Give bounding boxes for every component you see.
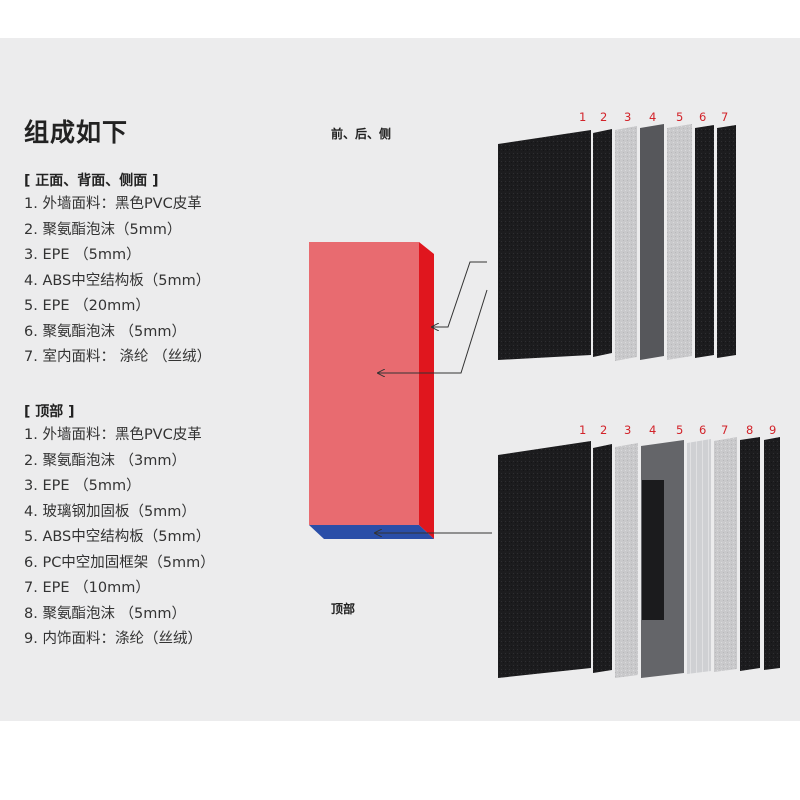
side-section-title: [ 正面、背面、侧面 ] xyxy=(24,173,159,189)
list-item: 6. 聚氨酯泡沫 （5mm） xyxy=(24,323,187,340)
layer-number: 4 xyxy=(649,423,656,437)
list-item: 2. 聚氨酯泡沫 （3mm） xyxy=(24,452,187,469)
layer-number: 5 xyxy=(676,110,683,124)
list-item: 3. EPE （5mm） xyxy=(24,247,141,263)
top-label: 顶部 xyxy=(331,602,356,616)
side-layer-stack xyxy=(498,124,736,361)
layer-number: 6 xyxy=(699,423,706,437)
side-layer-numbers: 1 2 3 4 5 6 7 xyxy=(579,110,728,124)
side-materials-list: 1. 外墙面料：黑色PVC皮革 2. 聚氨酯泡沫（5mm） 3. EPE （5m… xyxy=(24,192,211,371)
layer-number: 9 xyxy=(769,423,776,437)
list-item: 8. 聚氨酯泡沫 （5mm） xyxy=(24,605,187,622)
list-item: 4. 玻璃钢加固板（5mm） xyxy=(24,503,196,520)
layer-number: 7 xyxy=(721,423,728,437)
page-title: 组成如下 xyxy=(24,118,129,147)
layer-number: 5 xyxy=(676,423,683,437)
list-item: 5. ABS中空结构板（5mm） xyxy=(24,529,211,545)
layer-number: 6 xyxy=(699,110,706,124)
block-bottom-face xyxy=(309,525,434,539)
list-item: 2. 聚氨酯泡沫（5mm） xyxy=(24,221,182,238)
list-item: 9. 内饰面料：涤纶（丝绒） xyxy=(24,631,202,647)
top-section-title: [ 顶部 ] xyxy=(24,404,75,420)
front-back-side-label: 前、后、侧 xyxy=(331,127,392,141)
list-item: 7. EPE （10mm） xyxy=(24,580,150,596)
layer-number: 3 xyxy=(624,110,631,124)
list-item: 6. PC中空加固框架（5mm） xyxy=(24,554,215,571)
pointer-line-side xyxy=(432,261,487,327)
list-item: 5. EPE （20mm） xyxy=(24,298,150,314)
list-item: 1. 外墙面料：黑色PVC皮革 xyxy=(24,427,202,443)
layer-number: 7 xyxy=(721,110,728,124)
block-side-face xyxy=(419,242,434,539)
layer-number: 1 xyxy=(579,423,586,437)
layer-number: 8 xyxy=(746,423,753,437)
list-item: 7. 室内面料： 涤纶 （丝绒） xyxy=(24,349,212,365)
layer-number: 2 xyxy=(600,423,607,437)
top-layer-stack xyxy=(498,437,780,678)
list-item: 3. EPE （5mm） xyxy=(24,478,141,494)
list-item: 1. 外墙面料：黑色PVC皮革 xyxy=(24,196,202,212)
layer-number: 3 xyxy=(624,423,631,437)
top-layer-numbers: 1 2 3 4 5 6 7 8 9 xyxy=(579,423,776,437)
layer-number: 2 xyxy=(600,110,607,124)
pointer-line-front xyxy=(378,289,488,373)
layer-number: 4 xyxy=(649,110,656,124)
block-front-face xyxy=(309,242,419,525)
top-materials-list: 1. 外墙面料：黑色PVC皮革 2. 聚氨酯泡沫 （3mm） 3. EPE （5… xyxy=(24,423,215,653)
layer-number: 1 xyxy=(579,110,586,124)
list-item: 4. ABS中空结构板（5mm） xyxy=(24,272,211,289)
